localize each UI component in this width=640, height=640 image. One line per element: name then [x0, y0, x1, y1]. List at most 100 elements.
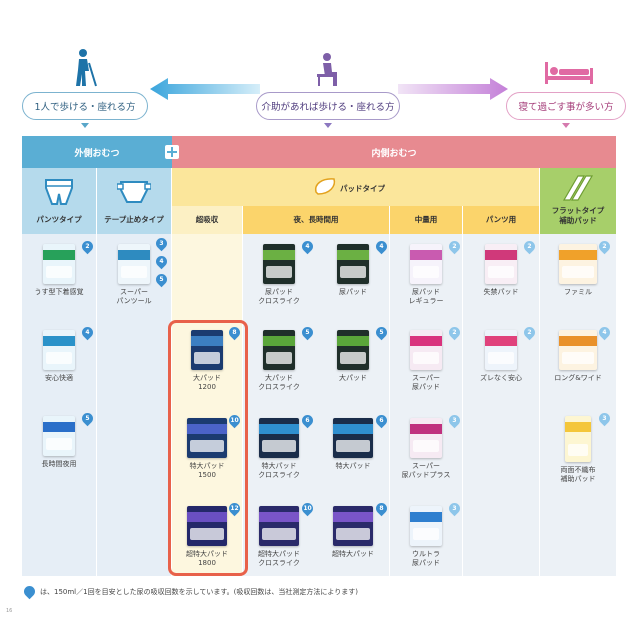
label-mid-volume: 中量用 [414, 215, 438, 224]
product-name: 尿パッド クロスライク [258, 288, 300, 306]
product-double-nonwoven-pad[interactable]: 両面不織布 補助パッド [543, 416, 613, 485]
label-bedridden: 寝て過ごす事が多い方 [506, 92, 626, 120]
absorb-drop-icon: 6 [299, 412, 316, 429]
label-pad-type: パッドタイプ [340, 184, 385, 193]
package-image [485, 330, 517, 370]
product-name: 超特大パッド クロスライク [258, 550, 300, 568]
product-large-pad[interactable]: 大パッド [318, 330, 388, 383]
band-outer-diaper: 外側おむつ [22, 136, 172, 168]
absorb-drop-icon: 5 [299, 324, 316, 341]
col-tape-bg [97, 168, 171, 576]
absorb-drop-icon: 2 [521, 238, 538, 255]
absorb-drop-icon: 10 [299, 500, 316, 517]
package-image [485, 244, 517, 284]
absorb-drop-icon: 8 [373, 500, 390, 517]
product-super-urine-pad-plus[interactable]: スーパー 尿パッドプラス [391, 418, 461, 481]
band-inner-diaper: 内側おむつ [172, 136, 616, 168]
product-super-urine-pad[interactable]: スーパー 尿パッド [391, 330, 461, 393]
col-pants-bg [22, 168, 96, 576]
product-long-wide[interactable]: ロング&ワイド [543, 330, 613, 383]
product-tape-super[interactable]: スーパー パンツール [99, 244, 169, 307]
absorb-drop-icon: 2 [446, 324, 463, 341]
product-pants-comfort[interactable]: 安心快適 [24, 330, 94, 383]
product-name: 尿パッド レギュラー [408, 288, 444, 306]
absorb-drop-icon: 2 [596, 238, 613, 255]
package-image [187, 506, 227, 546]
label-pants-type: パンツタイプ [36, 215, 82, 224]
tape-diaper-icon [117, 181, 151, 203]
absorb-drop-icon: 5 [153, 271, 170, 288]
product-famil[interactable]: ファミル [543, 244, 613, 297]
product-incontinence-pad[interactable]: 失禁パッド [466, 244, 536, 297]
label-pants-use: パンツ用 [485, 215, 517, 224]
lying-person-bed-icon [545, 62, 593, 84]
product-no-slip-pad[interactable]: ズレなく安心 [466, 330, 536, 383]
package-image [43, 330, 75, 370]
product-urine-pad[interactable]: 尿パッド [318, 244, 388, 297]
package-image [565, 416, 591, 462]
product-name: 大パッド 1200 [193, 374, 221, 392]
absorb-drop-icon: 4 [299, 238, 316, 255]
absorb-drop-icon: 2 [521, 324, 538, 341]
product-name: ファミル [564, 288, 592, 296]
package-image [337, 244, 369, 284]
col-super-head [172, 206, 242, 234]
product-name: 大パッド クロスライク [258, 374, 300, 392]
absorb-drop-icon: 4 [596, 324, 613, 341]
absorb-drop-icon: 4 [373, 238, 390, 255]
product-xl-pad-1500[interactable]: 特大パッド 1500 [172, 418, 242, 481]
pants-diaper-icon [45, 179, 73, 205]
absorb-drop-icon: 5 [79, 410, 96, 427]
package-image [410, 418, 442, 458]
plus-icon [165, 145, 179, 159]
footnote-drop-icon [21, 583, 38, 600]
label-walk-assisted: 介助があれば歩ける・座れる方 [256, 92, 400, 120]
product-name: スーパー パンツール [116, 288, 152, 306]
product-pants-night[interactable]: 長時間夜用 [24, 416, 94, 469]
package-image [118, 244, 150, 284]
arrow-right-icon [398, 78, 508, 100]
product-name: 失禁パッド [483, 288, 519, 296]
absorb-drop-icon: 3 [596, 410, 613, 427]
product-xxl-pad-1800[interactable]: 超特大パッド 1800 [172, 506, 242, 569]
package-image [410, 244, 442, 284]
flat-pad-icon [562, 175, 594, 201]
caret-walk-alone [81, 123, 89, 128]
absorb-drop-icon: 4 [79, 324, 96, 341]
product-xl-pad[interactable]: 特大パッド [318, 418, 388, 471]
product-name: うす型下着感覚 [34, 288, 84, 296]
product-xxl-pad-crosslike[interactable]: 超特大パッド クロスライク [244, 506, 314, 569]
absorb-drop-icon: 3 [446, 500, 463, 517]
walking-person-icon [76, 49, 97, 87]
package-image [333, 418, 373, 458]
product-xxl-pad[interactable]: 超特大パッド [318, 506, 388, 559]
product-urine-pad-regular[interactable]: 尿パッド レギュラー [391, 244, 461, 307]
product-name: 特大パッド [335, 462, 371, 470]
absorb-drop-icon: 4 [153, 253, 170, 270]
package-image [263, 330, 295, 370]
col-pantsuse-head [463, 206, 539, 234]
product-name: スーパー 尿パッド [412, 374, 440, 392]
package-image [43, 416, 75, 456]
package-image [559, 330, 597, 370]
col-flat-bg [540, 234, 616, 576]
package-image [259, 418, 299, 458]
product-ultra-urine-pad[interactable]: ウルトラ 尿パッド [391, 506, 461, 569]
package-image [263, 244, 295, 284]
col-pantsuse-bg [463, 234, 539, 576]
col-mid-head [390, 206, 462, 234]
product-name: スーパー 尿パッドプラス [401, 462, 451, 480]
footnote: は、150ml／1回を目安とした尿の吸収回数を示しています。(吸収回数は、当社測… [40, 588, 358, 596]
col-pad-head [172, 168, 539, 206]
package-image [259, 506, 299, 546]
product-large-pad-1200[interactable]: 大パッド 1200 [172, 330, 242, 393]
product-pants-thin[interactable]: うす型下着感覚 [24, 244, 94, 297]
product-xl-pad-crosslike[interactable]: 特大パッド クロスライク [244, 418, 314, 481]
product-large-pad-crosslike[interactable]: 大パッド クロスライク [244, 330, 314, 393]
product-name: 超特大パッド [332, 550, 374, 558]
absorb-drop-icon: 2 [446, 238, 463, 255]
package-image [410, 330, 442, 370]
package-image [191, 330, 223, 370]
product-urine-pad-crosslike[interactable]: 尿パッド クロスライク [244, 244, 314, 307]
arrow-left-icon [150, 78, 260, 100]
